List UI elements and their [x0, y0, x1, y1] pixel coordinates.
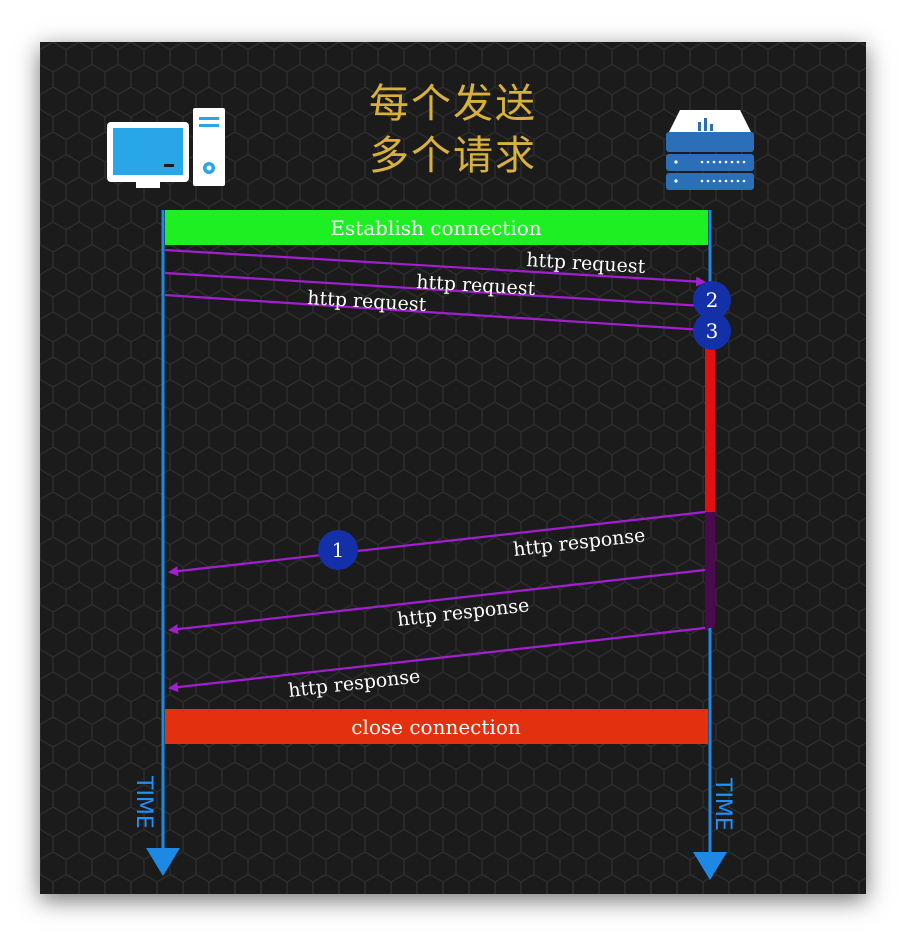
request-arrow-2 [164, 271, 706, 311]
badge-2-number: 2 [706, 288, 719, 312]
badge-2-circle [693, 281, 731, 319]
close-connection-label: close connection [351, 715, 521, 739]
client-time-arrowhead [146, 848, 180, 876]
server-sending-segment [705, 512, 715, 628]
server-rack-icon [666, 110, 754, 190]
title-line-2: 多个请求 [369, 133, 537, 179]
badge-1-number: 1 [332, 538, 345, 562]
response-arrow-3 [168, 626, 706, 693]
diagram-frame: Establish connection close connection ht… [40, 42, 866, 894]
server-processing-segment [705, 342, 715, 512]
establish-connection-label: Establish connection [330, 216, 541, 240]
request-arrow-3 [164, 293, 706, 335]
close-connection-bar [165, 709, 708, 744]
establish-connection-bar [165, 210, 708, 245]
response-arrow-2 [168, 568, 706, 635]
request-arrow-1 [164, 248, 706, 287]
badge-3-number: 3 [706, 319, 719, 343]
client-time-label: TIME [131, 775, 156, 829]
badge-1-circle [318, 530, 358, 570]
sequence-diagram: Establish connection close connection ht… [40, 42, 866, 894]
desktop-computer-icon [107, 108, 225, 188]
server-time-label: TIME [710, 777, 735, 831]
server-time-arrowhead [693, 852, 727, 880]
badge-3-circle [693, 312, 731, 350]
title-line-1: 每个发送 [369, 81, 537, 127]
response-arrow-1 [168, 510, 706, 577]
